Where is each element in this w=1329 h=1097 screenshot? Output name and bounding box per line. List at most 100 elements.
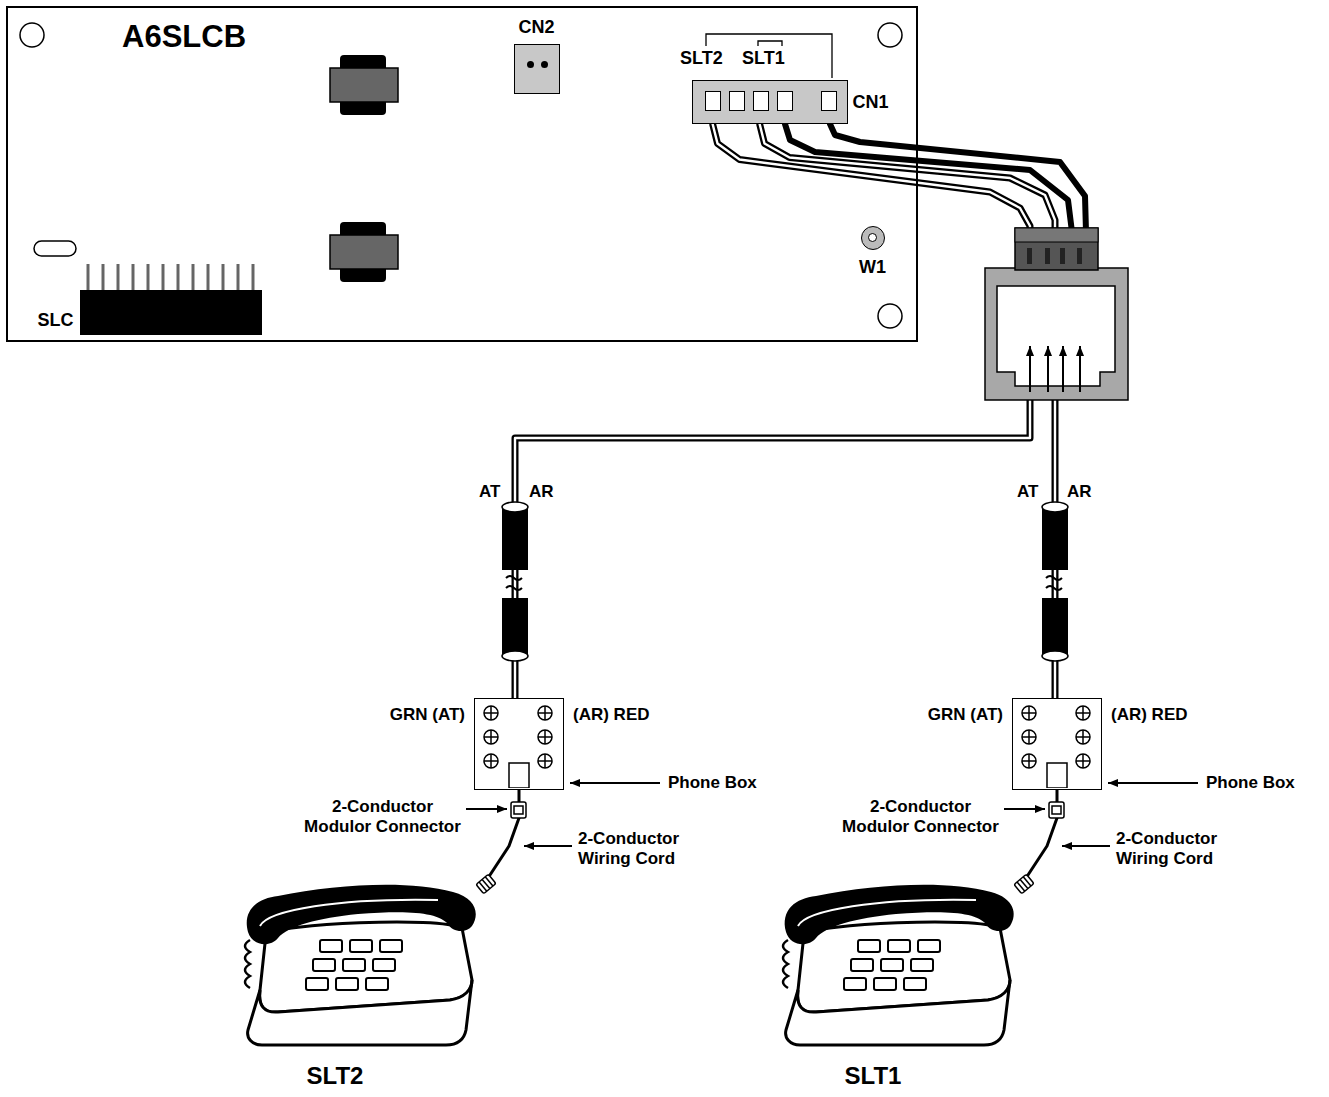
telephone-part [245,940,250,988]
cable-inner [760,124,1056,699]
leader-arrows [1108,782,1198,784]
slc-header: SLC [80,290,262,335]
telephone-part [313,959,335,971]
jack-opening [1047,763,1067,788]
mounting-holes [878,23,902,47]
transformers [330,68,398,102]
cn1-wires [785,124,1072,232]
modular-connector [476,874,496,893]
cable-sheath [502,598,528,658]
transformers [330,55,398,282]
screw-terminal [538,754,552,768]
callout-label: 2-Conductor Modulor Connector [300,797,465,838]
header-pins [88,264,253,290]
screw-terminal [1022,730,1036,744]
cable-outer [760,124,1056,699]
modular-connector [476,802,1064,894]
callout-label: Phone Box [668,773,757,793]
cn1-wires [830,124,1086,232]
header-pins [147,264,150,290]
slot-bracket [758,41,782,46]
connector-name: CN1 [853,92,889,114]
telephone-part [366,978,388,990]
leader-arrows [1062,845,1110,847]
leader-arrows [466,783,1198,846]
telephone-part [881,959,903,971]
cable-inner [515,124,1030,699]
header-pins [207,264,210,290]
modular-connector [485,877,493,886]
cable-sheath [502,651,528,661]
test-point: W1 [861,226,885,250]
header-pins [162,264,165,290]
telephone-part [380,940,402,952]
telephone-part [798,900,976,926]
callout-label: Phone Box [1206,773,1295,793]
connector-cn1: CN1 [692,80,848,124]
wire-color: GRN (AT) [390,705,465,725]
modular-jack [1015,228,1098,270]
telephone-part [918,940,940,952]
modular-connector [1014,874,1034,893]
header-pins [192,264,195,290]
wire-name: AT [479,482,500,502]
modular-jack [1027,248,1082,264]
header-pins [87,264,90,290]
connector-pin [705,91,721,111]
telephone-part [306,978,328,990]
modular-jack [1030,346,1080,392]
screw-terminal [1022,754,1036,768]
mounting-holes [20,23,902,328]
telephone: SLT1 [776,870,1038,1048]
cable-sheath [502,502,1068,661]
terminal-block [475,699,562,788]
wire-name: AT [1017,482,1038,502]
telephone-drawing [776,870,1038,1048]
cable-sheath [1042,505,1068,570]
telephone-part [350,940,372,952]
modular-jack [985,228,1128,400]
modular-jack [1047,346,1049,392]
cable-sheath [1042,502,1068,512]
test-point-name: W1 [859,257,886,279]
modular-jack [1062,346,1064,392]
connector-pin [753,91,769,111]
wire-color: GRN (AT) [928,705,1003,725]
telephone-part [904,978,926,990]
modular-connector [1049,802,1064,818]
phone-box: GRN (AT)(AR) RED [474,698,564,790]
modular-jack [1060,248,1065,264]
telephone: SLT2 [238,870,500,1048]
cable-connector [760,124,1056,699]
header-pins [252,264,255,290]
screw-terminal [484,706,498,720]
modular-connector [511,802,526,818]
telephone-name: SLT2 [307,1062,364,1091]
screw-terminal [1022,706,1036,720]
mounting-holes [34,241,76,256]
modular-jack [1015,228,1098,242]
telephone-part [260,922,472,1012]
telephone-part [786,980,1010,1045]
wire-name: AR [529,482,554,502]
telephone-part [888,940,910,952]
header-pins [177,264,180,290]
header-pins [117,264,120,290]
modular-jack [1045,248,1050,264]
header-pins [237,264,240,290]
telephone-part [320,940,342,952]
screw-terminal [538,706,552,720]
leader-arrows [524,845,572,847]
header-name: SLC [38,310,74,332]
telephone-part [858,940,880,952]
cable-sheath [1042,651,1068,661]
telephone-part [844,978,866,990]
cable-sheath [1042,598,1068,658]
telephone-part [260,900,438,926]
slot-name: SLT2 [680,48,723,70]
